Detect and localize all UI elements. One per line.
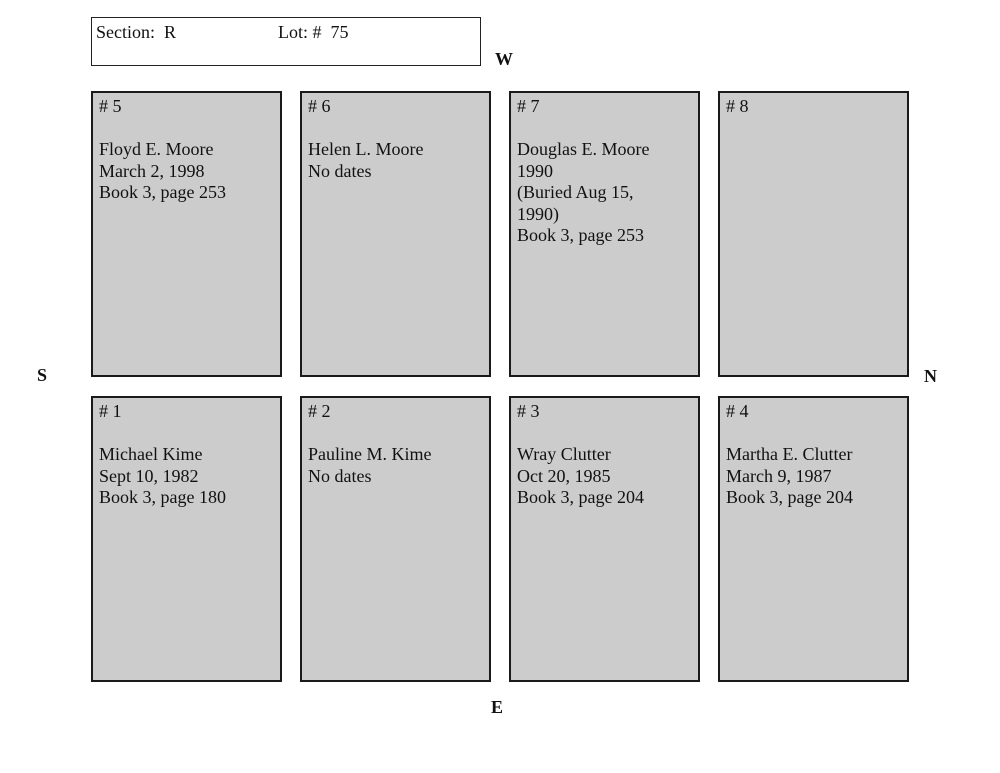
plot-name: Michael Kime — [99, 444, 203, 464]
plot-date: 1990 — [517, 160, 553, 181]
plot-record: Book 3, page 204 — [517, 487, 644, 507]
plot-number: # 2 — [308, 401, 331, 421]
plot-record: Book 3, page 204 — [726, 487, 853, 507]
plot-number: # 1 — [99, 401, 122, 421]
plot-1: # 1 Michael Kime Sept 10, 1982 Book 3, p… — [91, 396, 282, 682]
lot-label: Lot: # 75 — [278, 22, 349, 42]
plot-2: # 2 Pauline M. Kime No dates — [300, 396, 491, 682]
plot-4: # 4 Martha E. Clutter March 9, 1987 Book… — [718, 396, 909, 682]
plot-name: Douglas E. Moore — [517, 139, 650, 159]
plot-number: # 3 — [517, 401, 540, 421]
plot-date: March 2, 1998 — [99, 160, 205, 181]
plot-name: Wray Clutter — [517, 444, 611, 464]
plot-note: 1990) — [517, 203, 559, 224]
plot-record: Book 3, page 180 — [99, 487, 226, 507]
plot-date: No dates — [308, 160, 372, 181]
compass-north: N — [924, 366, 937, 386]
plot-7: # 7 Douglas E. Moore 1990 (Buried Aug 15… — [509, 91, 700, 377]
plot-name: Helen L. Moore — [308, 139, 424, 159]
plot-number: # 7 — [517, 96, 540, 116]
plot-5: # 5 Floyd E. Moore March 2, 1998 Book 3,… — [91, 91, 282, 377]
plot-number: # 4 — [726, 401, 749, 421]
plot-6: # 6 Helen L. Moore No dates — [300, 91, 491, 377]
section-lot-header: Section: R Lot: # 75 — [91, 17, 481, 66]
plot-8: # 8 — [718, 91, 909, 377]
plot-name: Floyd E. Moore — [99, 139, 214, 159]
plot-record: Book 3, page 253 — [517, 225, 644, 245]
plot-date: March 9, 1987 — [726, 465, 832, 486]
plot-record: Book 3, page 253 — [99, 182, 226, 202]
plot-3: # 3 Wray Clutter Oct 20, 1985 Book 3, pa… — [509, 396, 700, 682]
plot-number: # 6 — [308, 96, 331, 116]
plot-number: # 5 — [99, 96, 122, 116]
compass-south: S — [37, 365, 48, 385]
plot-note: (Buried Aug 15, — [517, 182, 634, 202]
plot-name: Pauline M. Kime — [308, 444, 432, 464]
plot-date: Sept 10, 1982 — [99, 465, 199, 486]
plot-date: Oct 20, 1985 — [517, 465, 611, 486]
compass-west: W — [495, 49, 513, 69]
plot-name: Martha E. Clutter — [726, 444, 853, 464]
plot-number: # 8 — [726, 96, 749, 116]
section-label: Section: R — [96, 22, 176, 42]
plot-date: No dates — [308, 465, 372, 486]
compass-east: E — [491, 697, 504, 717]
